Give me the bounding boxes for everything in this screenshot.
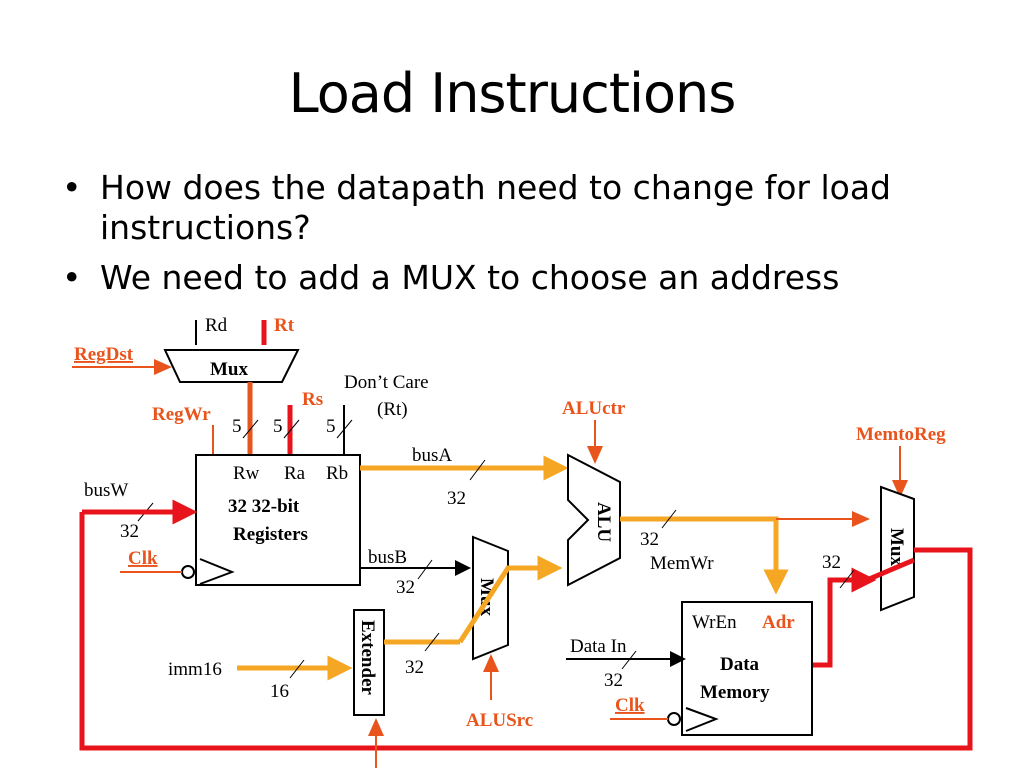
data-memory <box>681 601 813 736</box>
width-5-rb: 5 <box>326 416 336 437</box>
ext-width: 32 <box>405 657 424 678</box>
rt-paren-label: (Rt) <box>377 399 408 420</box>
regdst-label: RegDst <box>74 344 134 365</box>
bullet-item: • We need to add a MUX to choose an addre… <box>62 258 982 298</box>
busb-width: 32 <box>396 577 415 598</box>
memtoreg-label: MemtoReg <box>856 424 946 445</box>
imm16-label: imm16 <box>168 659 222 680</box>
busw-label: busW <box>84 480 128 501</box>
bullet-list: • How does the datapath need to change fo… <box>62 168 982 308</box>
slash-aluout <box>661 509 677 529</box>
slide-title: Load Instructions <box>288 62 737 125</box>
busb-label: busB <box>368 547 407 568</box>
wren-label: WrEn <box>692 612 737 633</box>
data-in-width: 32 <box>604 670 623 691</box>
slash-datain <box>621 650 637 670</box>
clk-reg-label: Clk <box>128 548 158 569</box>
slash-ra <box>283 419 300 439</box>
busa-label: busA <box>412 445 452 466</box>
slash-rw <box>242 419 259 439</box>
bullet-dot-icon: • <box>62 258 82 297</box>
mux-top-label: Mux <box>210 359 249 380</box>
slash-ext <box>424 632 440 652</box>
register-file <box>195 454 361 586</box>
dont-care-label: Don’t Care <box>344 372 429 393</box>
memory-line2: Memory <box>700 682 770 703</box>
regwr-label: RegWr <box>152 404 211 425</box>
adr-label: Adr <box>762 612 795 633</box>
slash-imm <box>289 659 305 679</box>
bullet-item: • How does the datapath need to change fo… <box>62 168 982 248</box>
alusrc-label: ALUSrc <box>466 710 533 731</box>
rs-label: Rs <box>302 389 323 410</box>
register-line1: 32 32-bit <box>228 496 300 517</box>
bullet-text: We need to add a MUX to choose an addres… <box>100 258 840 297</box>
rw-port-label: Rw <box>233 463 260 484</box>
mux-cross-wire <box>861 557 915 585</box>
alu-out-width: 32 <box>640 529 659 550</box>
aluctr-label: ALUctr <box>562 398 626 419</box>
width-5-ra: 5 <box>273 416 283 437</box>
reg-clock-bubble <box>181 565 195 579</box>
mux-right-label: Mux <box>886 528 907 567</box>
bullet-dot-icon: • <box>62 168 82 207</box>
rd-label: Rd <box>205 315 228 336</box>
memtoreg-mux <box>880 485 915 612</box>
busw-width: 32 <box>120 521 139 542</box>
memwr-label: MemWr <box>650 553 714 574</box>
rt-label: Rt <box>274 315 295 336</box>
mux-out-width: 32 <box>822 552 841 573</box>
alusrc-internal-bus <box>457 555 563 644</box>
width-5-rw: 5 <box>232 416 242 437</box>
extender <box>353 609 385 716</box>
alu-label: ALU <box>593 502 614 542</box>
reg-clock-triangle <box>199 558 235 585</box>
slash-rb <box>336 419 353 439</box>
imm-width: 16 <box>270 681 289 702</box>
alu <box>567 453 621 587</box>
bullet-text: How does the datapath need to change for… <box>100 168 892 247</box>
memory-line1: Data <box>720 654 760 675</box>
writeback-bus <box>79 512 973 751</box>
mem-clock-bubble <box>667 712 681 726</box>
clk-mem-label: Clk <box>615 695 645 716</box>
ra-port-label: Ra <box>284 463 306 484</box>
slash-busb <box>417 559 433 580</box>
busa-width: 32 <box>447 488 466 509</box>
extender-label: Extender <box>357 620 378 696</box>
regdst-mux <box>163 349 300 383</box>
register-line2: Registers <box>233 524 308 545</box>
data-in-label: Data In <box>570 636 627 657</box>
slash-busa <box>469 459 486 481</box>
rb-port-label: Rb <box>326 463 348 484</box>
slash-memout <box>839 569 855 589</box>
mem-clock-triangle <box>685 707 719 732</box>
mem-out-bus <box>812 567 877 668</box>
